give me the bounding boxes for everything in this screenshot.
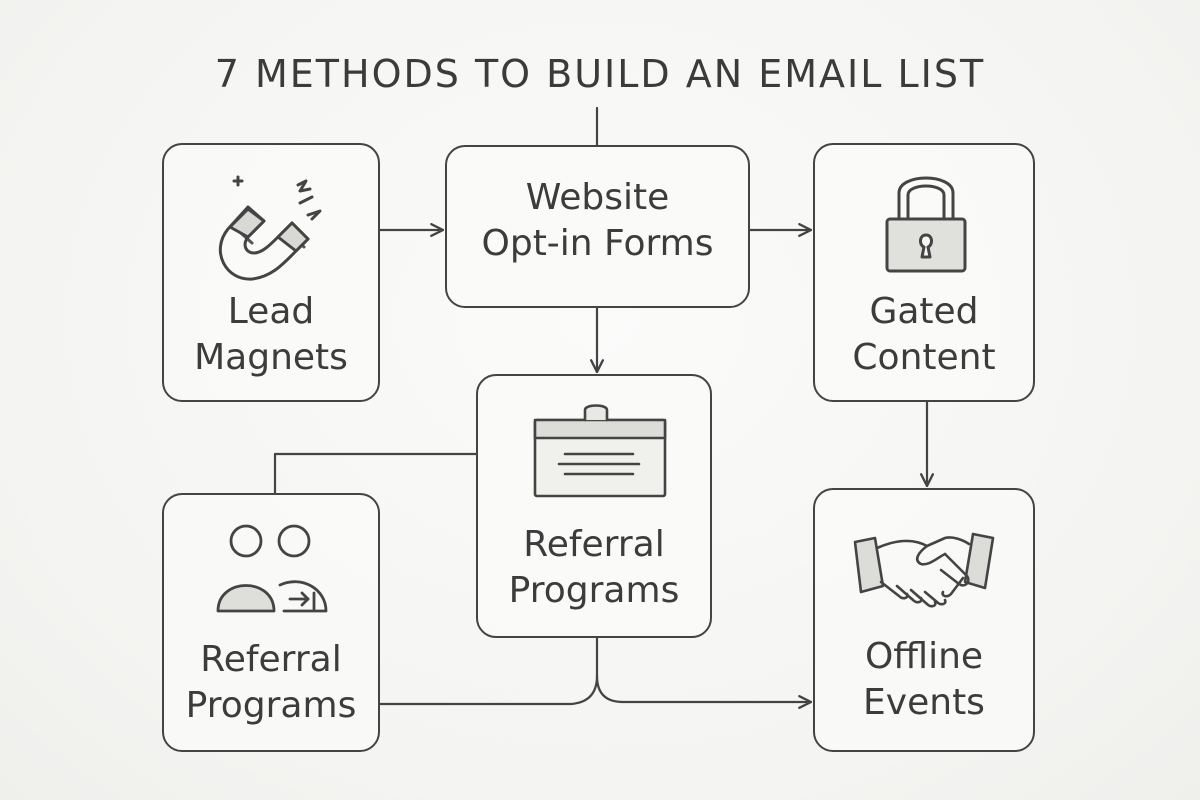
node-gated-content: Gated Content bbox=[813, 143, 1035, 402]
edge-referral-center-to-offline-events bbox=[595, 636, 813, 709]
node-lead-magnets-label-line1: Lead bbox=[227, 291, 315, 332]
node-gated-content-label-line2: Content bbox=[852, 337, 996, 378]
people-referral-icon bbox=[216, 524, 328, 613]
edge-referral-left-to-offline-events bbox=[378, 674, 599, 706]
node-lead-magnets: Lead Magnets bbox=[162, 143, 380, 402]
padlock-icon bbox=[885, 176, 967, 273]
node-referral-programs-left: Referral Programs bbox=[162, 493, 380, 752]
node-referral-left-label-line1: Referral bbox=[200, 639, 342, 680]
node-referral-left-label-line2: Programs bbox=[185, 685, 357, 726]
signup-form-icon bbox=[533, 404, 667, 498]
node-referral-programs-center: Referral Programs bbox=[476, 374, 712, 638]
node-offline-events-label-line2: Events bbox=[863, 682, 985, 723]
node-referral-center-label-line1: Referral bbox=[523, 524, 665, 565]
node-opt-in-forms-label-line1: Website bbox=[525, 177, 670, 218]
handshake-icon bbox=[853, 532, 995, 608]
diagram-title: 7 METHODS TO BUILD AN EMAIL LIST bbox=[214, 52, 986, 96]
node-gated-content-label-line1: Gated bbox=[869, 291, 979, 332]
node-referral-center-label-line2: Programs bbox=[508, 570, 680, 611]
node-offline-events: Offline Events bbox=[813, 488, 1035, 752]
edge-referral-center-to-referral-left bbox=[273, 452, 478, 495]
node-offline-events-label-line1: Offline bbox=[864, 636, 984, 677]
node-opt-in-forms-label-line2: Opt-in Forms bbox=[481, 223, 714, 264]
node-website-opt-in-forms: Website Opt-in Forms bbox=[445, 145, 750, 308]
magnet-icon bbox=[218, 175, 322, 281]
node-lead-magnets-label-line2: Magnets bbox=[194, 337, 348, 378]
